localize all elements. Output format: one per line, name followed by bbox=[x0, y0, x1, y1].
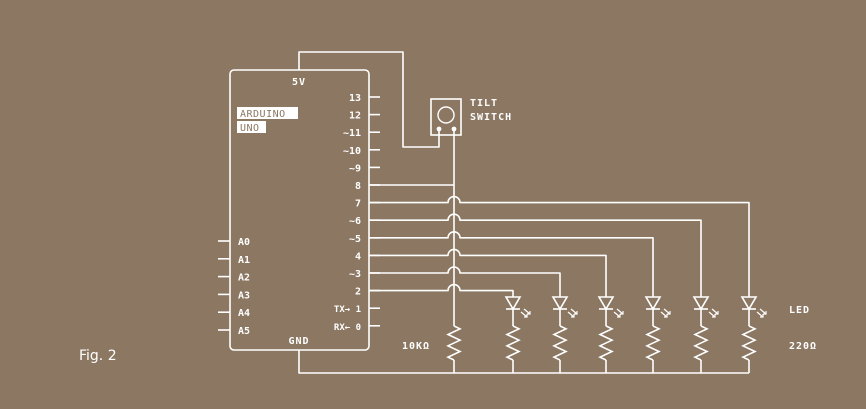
analog-pin-label: A4 bbox=[238, 308, 250, 319]
wire-led bbox=[369, 248, 607, 297]
led-resistor bbox=[645, 325, 661, 361]
digital-pin-label: ~5 bbox=[349, 234, 361, 245]
digital-pin-label: RX← 0 bbox=[334, 323, 361, 333]
wire-led bbox=[369, 213, 702, 297]
analog-pin-label: A0 bbox=[238, 237, 250, 248]
led-symbol bbox=[644, 296, 671, 326]
board-name-box-2 bbox=[237, 121, 266, 133]
led-resistor bbox=[693, 325, 709, 361]
digital-pin-label: 13 bbox=[349, 93, 361, 104]
pulldown-resistor-label: 10KΩ bbox=[402, 341, 430, 352]
digital-pin-label: 7 bbox=[355, 199, 361, 210]
figure-caption: Fig. 2 bbox=[79, 348, 117, 364]
digital-pin-label: ~3 bbox=[349, 269, 361, 280]
digital-pin-label: TX→ 1 bbox=[334, 305, 361, 315]
wire-led bbox=[369, 283, 514, 297]
tilt-switch-body bbox=[430, 98, 462, 136]
tilt-switch-terminal-right bbox=[451, 126, 457, 132]
led-resistor bbox=[505, 325, 521, 361]
led-resistor bbox=[741, 325, 757, 361]
digital-pin-label: ~6 bbox=[349, 216, 361, 227]
analog-pin-label: A2 bbox=[238, 273, 250, 284]
led-resistor bbox=[598, 325, 614, 361]
board-name-line2: UNO bbox=[240, 123, 260, 134]
power-label: 5V bbox=[292, 77, 306, 88]
pulldown-resistor bbox=[446, 325, 462, 361]
ground-label: GND bbox=[288, 336, 309, 347]
wire-ground-bus bbox=[298, 350, 749, 374]
tilt-switch-label-1: TILT bbox=[470, 98, 498, 109]
leds bbox=[504, 296, 767, 326]
digital-pin-label: ~9 bbox=[349, 163, 361, 174]
led-resistor bbox=[552, 325, 568, 361]
board-name-line1: ARDUINO bbox=[240, 109, 286, 120]
wire-led bbox=[369, 195, 750, 297]
wire-5v-tilt bbox=[298, 51, 440, 148]
tilt-switch-label-2: SWITCH bbox=[470, 112, 512, 123]
analog-pin-label: A3 bbox=[238, 290, 250, 301]
wire-led bbox=[369, 231, 654, 297]
board-name-box-1 bbox=[237, 107, 298, 119]
led-symbol bbox=[692, 296, 719, 326]
led-symbol bbox=[740, 296, 767, 326]
analog-pin-label: A1 bbox=[238, 255, 250, 266]
digital-pin-label: 4 bbox=[355, 251, 361, 262]
digital-pin-label: 12 bbox=[349, 111, 361, 122]
led-symbol bbox=[504, 296, 531, 326]
tilt-switch-terminal-left bbox=[436, 126, 442, 132]
digital-pin-label: ~10 bbox=[343, 146, 361, 157]
led-symbol bbox=[597, 296, 624, 326]
tilt-switch-ball bbox=[437, 106, 455, 124]
led-resistor-label: 220Ω bbox=[789, 341, 817, 352]
led-label: LED bbox=[789, 305, 810, 316]
digital-pin-label: 8 bbox=[355, 181, 361, 192]
digital-pin-label: 2 bbox=[355, 287, 361, 298]
arduino-board bbox=[229, 69, 370, 351]
wires bbox=[298, 51, 750, 374]
resistors bbox=[446, 325, 757, 361]
digital-pin-label: ~11 bbox=[343, 128, 361, 139]
led-symbol bbox=[551, 296, 578, 326]
analog-pin-label: A5 bbox=[238, 326, 250, 337]
wire-led bbox=[369, 266, 561, 297]
digital-pin-labels: 13 12 ~11 ~10 ~9 8 7 ~6 ~5 4 ~3 2TX→ 1 RX← 0 bbox=[334, 93, 380, 333]
